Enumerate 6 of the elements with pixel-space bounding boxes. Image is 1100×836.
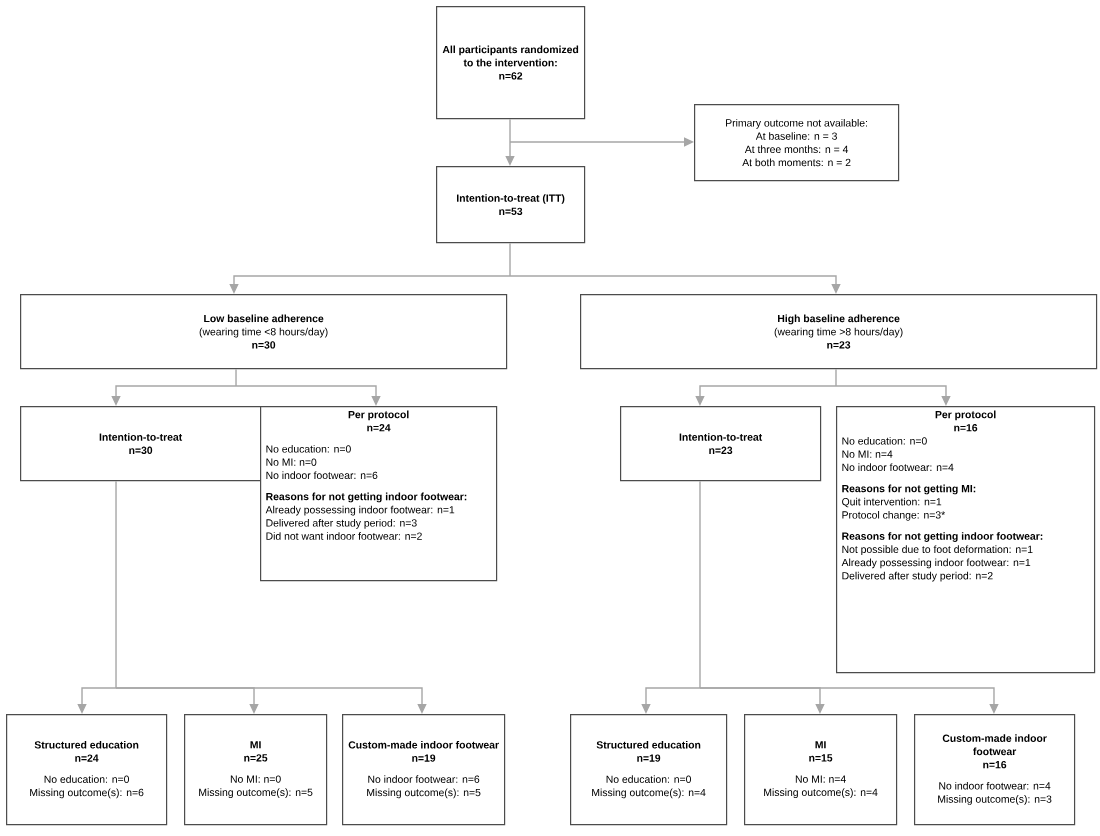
connector-line [699, 480, 701, 689]
connector-line [509, 118, 511, 143]
connector-line [115, 480, 117, 689]
connector-line [835, 368, 837, 387]
connector-line [235, 368, 237, 387]
connector-line [509, 242, 511, 277]
